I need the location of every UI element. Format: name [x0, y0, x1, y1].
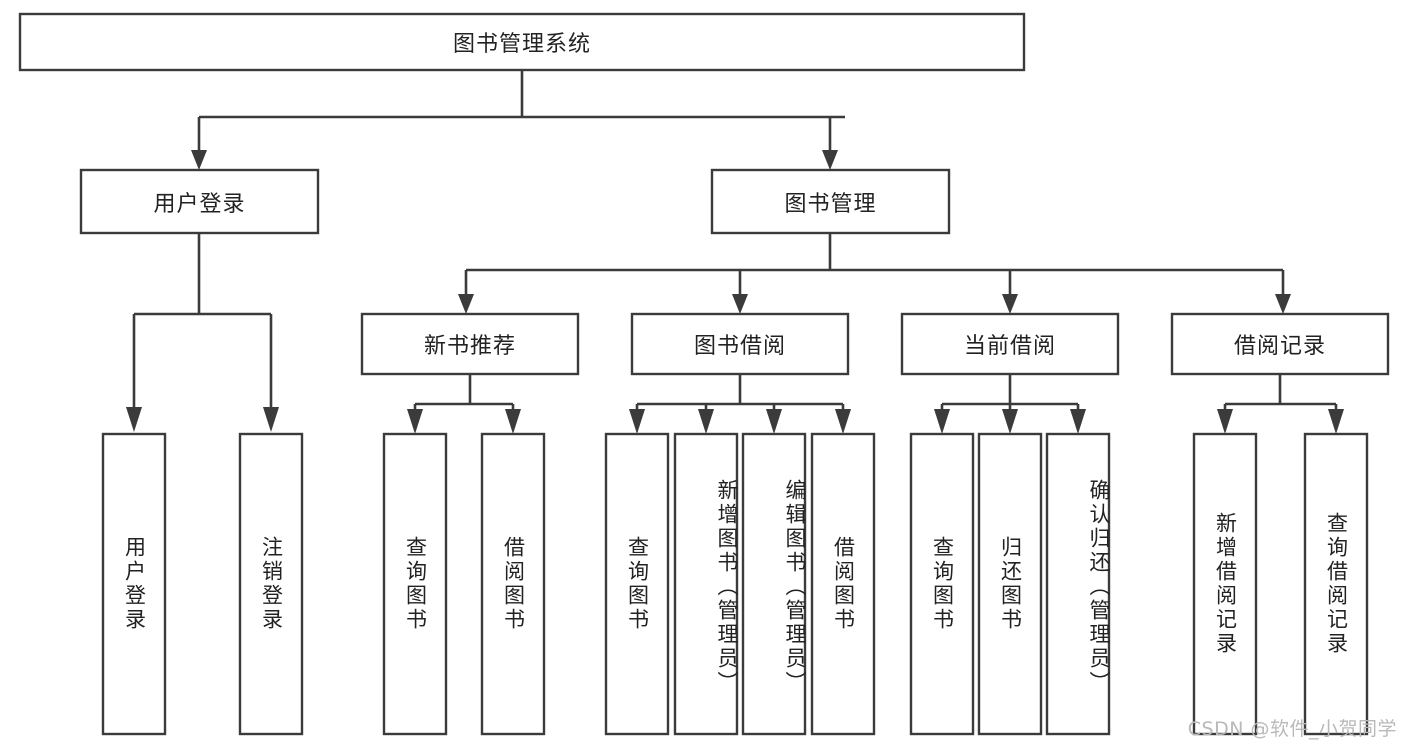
arrowhead-leaf-borrow-book-2 [835, 409, 851, 434]
leaf-box-user-login[interactable] [101, 432, 167, 736]
arrowhead-leaf-edit-book-admin [766, 409, 782, 434]
node-new-book-recommend-box[interactable] [360, 312, 580, 376]
leaf-box-add-book-admin[interactable] [673, 432, 739, 736]
node-current-borrow-box[interactable] [900, 312, 1120, 376]
arrowhead-leaf-query-book-2 [629, 409, 645, 434]
node-root-box[interactable] [18, 12, 1026, 72]
leaf-box-add-borrow-record[interactable] [1192, 432, 1258, 736]
leaf-box-confirm-return-admin[interactable] [1045, 432, 1111, 736]
leaf-box-return-book[interactable] [977, 432, 1043, 736]
leaf-box-query-book-2[interactable] [604, 432, 670, 736]
leaf-box-borrow-book-2[interactable] [810, 432, 876, 736]
arrowhead-to-borrow-record [1275, 294, 1291, 314]
arrowhead-to-new-book-recommend [458, 294, 474, 314]
arrowhead-leaf-add-book-admin [698, 409, 714, 434]
arrowhead-leaf-user-login [126, 407, 142, 432]
arrowhead-to-current-borrow [1002, 294, 1018, 314]
arrowhead-to-user-login [191, 150, 207, 170]
leaf-box-borrow-book-1[interactable] [480, 432, 546, 736]
leaf-box-query-book-1[interactable] [382, 432, 448, 736]
leaf-box-edit-book-admin[interactable] [741, 432, 807, 736]
csdn-watermark: CSDN @软件_小贺同学 [1187, 718, 1397, 740]
leaf-box-logout-login[interactable] [238, 432, 304, 736]
node-user-login-box[interactable] [79, 168, 320, 235]
node-borrow-record-box[interactable] [1170, 312, 1390, 376]
arrowhead-leaf-borrow-book-1 [505, 409, 521, 434]
leaf-box-query-borrow-record[interactable] [1303, 432, 1369, 736]
arrowhead-leaf-return-book [1002, 409, 1018, 434]
node-book-management-box[interactable] [710, 168, 951, 235]
arrowhead-leaf-logout-login [263, 407, 279, 432]
arrowhead-to-book-management [822, 150, 838, 170]
arrowhead-leaf-query-borrow-record [1328, 409, 1344, 434]
arrowhead-to-book-borrow [732, 294, 748, 314]
arrowhead-leaf-add-borrow-record [1217, 409, 1233, 434]
leaf-box-query-book-3[interactable] [909, 432, 975, 736]
arrowhead-leaf-query-book-3 [934, 409, 950, 434]
arrowhead-leaf-query-book-1 [407, 409, 423, 434]
arrowhead-leaf-confirm-return-admin [1070, 409, 1086, 434]
node-book-borrow-box[interactable] [630, 312, 850, 376]
